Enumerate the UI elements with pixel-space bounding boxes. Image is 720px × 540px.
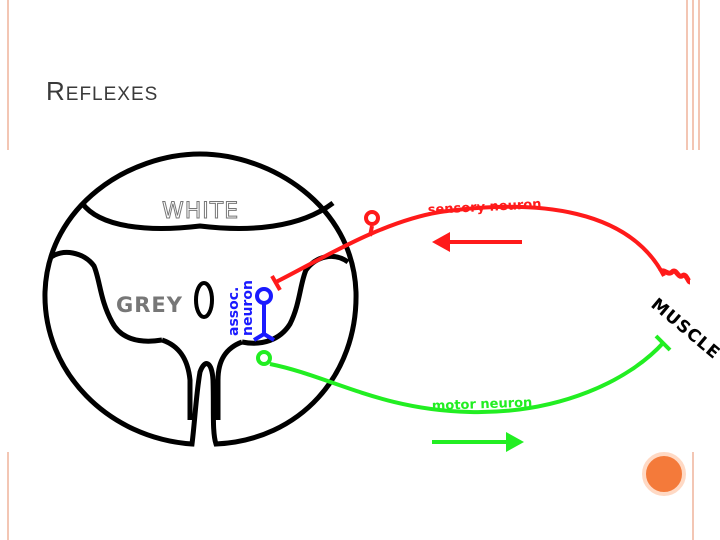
sensory-direction-arrow bbox=[432, 232, 522, 252]
grey-matter-left-horn bbox=[48, 249, 163, 344]
sensory-neuron-terminal bbox=[270, 275, 282, 291]
motor-neuron-axon bbox=[269, 340, 666, 415]
frame-line-right-bottom bbox=[692, 452, 694, 540]
central-canal bbox=[194, 281, 214, 319]
sensory-neuron-body bbox=[364, 210, 380, 226]
grey-matter-label: GREY bbox=[116, 293, 183, 317]
motor-direction-arrow bbox=[432, 432, 524, 452]
frame-line-left-bottom bbox=[7, 452, 9, 540]
motor-neuron-body bbox=[256, 350, 272, 366]
association-neuron-label-line1: assoc. bbox=[226, 287, 242, 336]
decorative-orange-dot bbox=[642, 452, 686, 496]
slide-title-initial: R bbox=[46, 76, 66, 106]
motor-neuron bbox=[256, 334, 672, 415]
sensory-receptor-icon bbox=[658, 268, 692, 285]
association-neuron-label-line2: neuron bbox=[240, 280, 256, 336]
grey-matter-top-boundary bbox=[79, 201, 335, 231]
muscle-label: MUSCLE bbox=[647, 295, 720, 364]
sensory-neuron bbox=[270, 204, 692, 291]
association-neuron bbox=[252, 287, 276, 342]
sensory-neuron-label: sensory neuron bbox=[427, 197, 541, 218]
slide-title: REFLEXES bbox=[46, 76, 158, 107]
spinal-cord bbox=[42, 151, 359, 447]
slide-title-rest: EFLEXES bbox=[65, 84, 159, 105]
frame-line-right-3 bbox=[698, 0, 700, 150]
white-matter-label: WHITE bbox=[162, 199, 239, 224]
grey-matter-center-right bbox=[215, 339, 243, 420]
frame-line-left bbox=[7, 0, 9, 150]
spinal-cord-outline bbox=[42, 151, 359, 447]
motor-neuron-label: motor neuron bbox=[432, 395, 533, 413]
motor-neuron-terminal bbox=[654, 334, 672, 352]
right-arrow-icon bbox=[506, 432, 524, 452]
frame-line-right-2 bbox=[692, 0, 694, 150]
association-neuron-body bbox=[255, 287, 273, 305]
association-neuron-terminal bbox=[252, 331, 276, 342]
frame-line-right-1 bbox=[686, 0, 688, 150]
grey-matter-center bbox=[161, 337, 193, 420]
sensory-neuron-axon bbox=[275, 204, 666, 284]
left-arrow-icon bbox=[432, 232, 450, 252]
sensory-neuron-stalk bbox=[368, 225, 374, 237]
